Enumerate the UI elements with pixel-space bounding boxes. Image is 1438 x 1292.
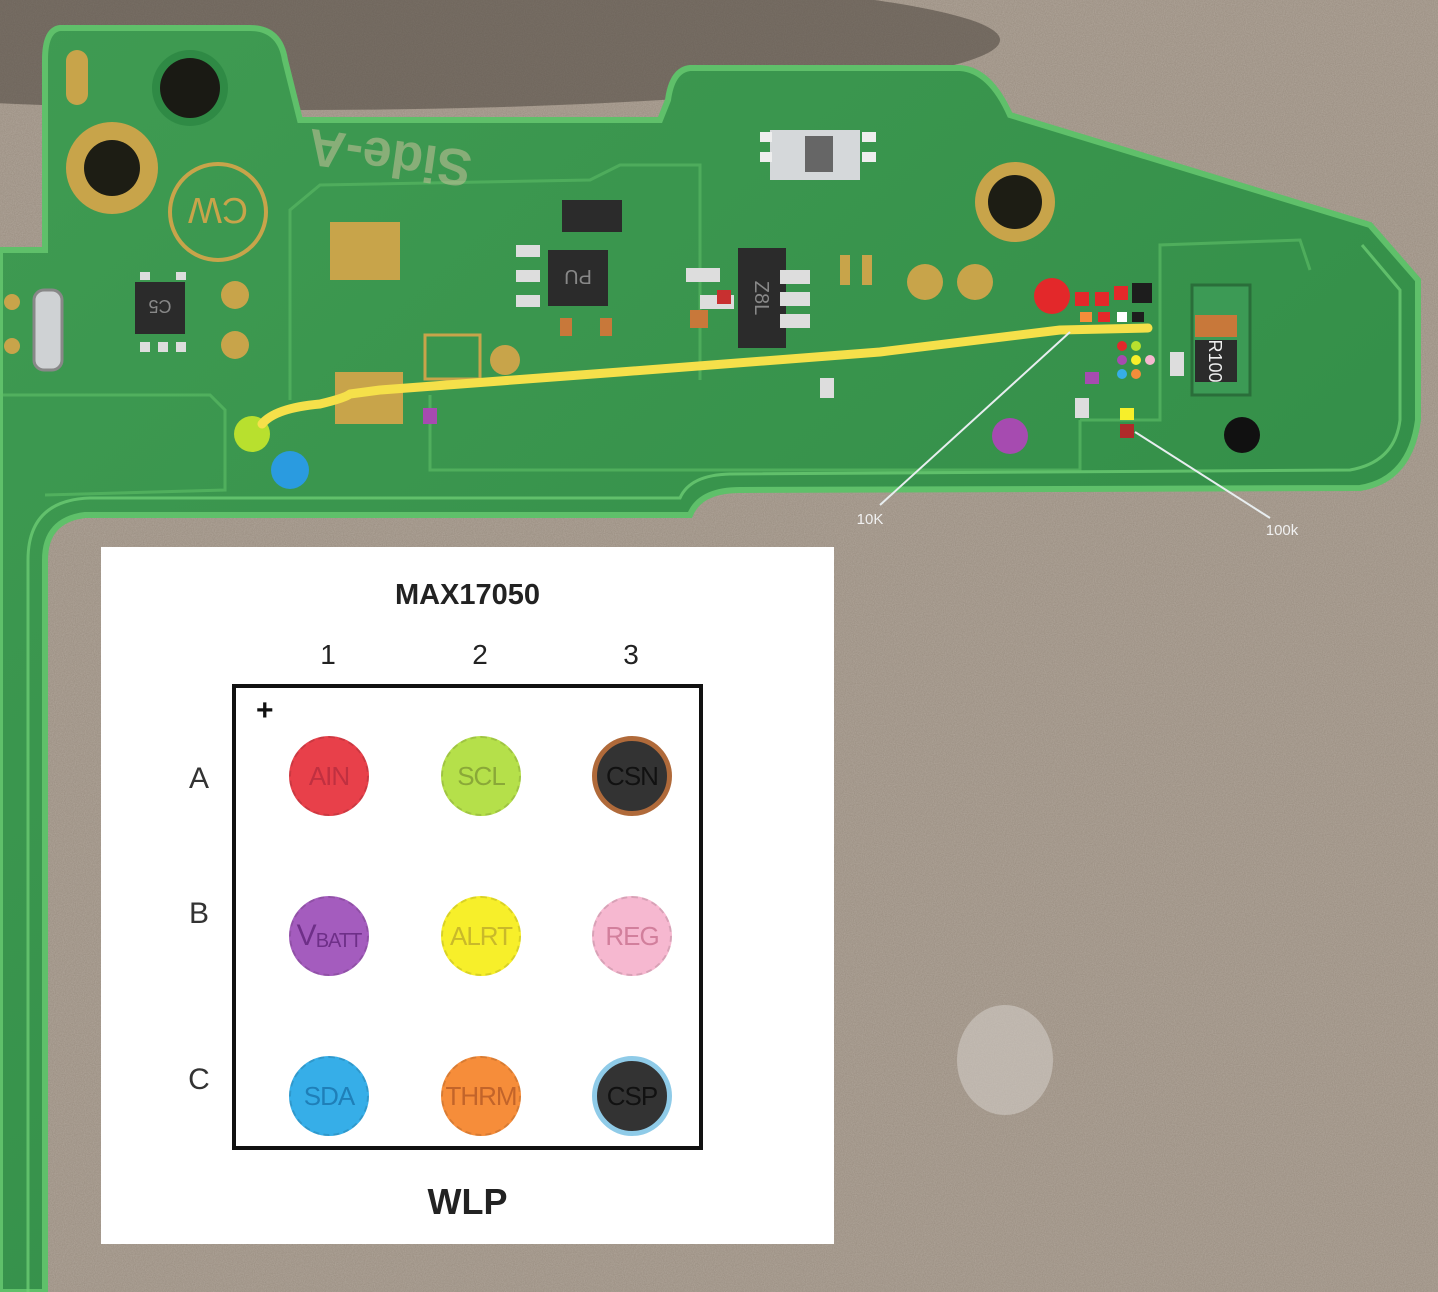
callout-label-10k: 10K (857, 511, 884, 528)
gold-round-pad (221, 331, 249, 359)
svg-text:C5: C5 (148, 296, 171, 316)
svg-text:PU: PU (564, 265, 592, 287)
package-name: WLP (427, 1181, 508, 1222)
ball-a1-ain: AIN (289, 736, 369, 816)
gold-round-pad (221, 281, 249, 309)
svg-text:Z8L: Z8L (750, 281, 772, 315)
mounting-hole-left (66, 122, 158, 214)
smd-pad (1085, 372, 1099, 384)
connector-pin (32, 288, 64, 372)
mounting-hole-top (152, 50, 228, 126)
ground-test-point (1224, 417, 1260, 453)
wlp-ball-marker (1131, 369, 1141, 379)
wlp-ball-marker (1131, 355, 1141, 365)
sensor-component (760, 130, 876, 180)
ic-chip-z8l: Z8L (686, 248, 810, 348)
pcb-trace-outline (26, 244, 1402, 1292)
svg-text:R100: R100 (1205, 339, 1225, 382)
pcb-trace-inner-2 (288, 163, 702, 400)
smd-pad (1075, 398, 1089, 418)
logo-circle (168, 162, 268, 262)
gold-pad-outline (423, 333, 482, 381)
ball-a2-scl: SCL (441, 736, 521, 816)
smd-pad (1132, 312, 1144, 322)
wlp-ball-marker (1117, 355, 1127, 365)
smd-pad (1114, 286, 1128, 300)
smd-pad (1095, 292, 1109, 306)
column-label-3: 3 (623, 639, 639, 670)
smd-pad (423, 408, 437, 424)
slot-hole (66, 50, 88, 105)
smd-pad (1120, 408, 1134, 420)
ball-a3-csn: CSN (592, 736, 672, 816)
sda-test-point (271, 451, 309, 489)
pcb-trace-left (0, 393, 227, 497)
gold-pad (330, 222, 400, 280)
wlp-ball-marker (1145, 355, 1155, 365)
smd-pad (1120, 424, 1134, 438)
smd-pad (1080, 312, 1092, 322)
column-label-2: 2 (472, 639, 488, 670)
callout-label-100k: 100k (1266, 522, 1299, 539)
wlp-ball-marker (1131, 341, 1141, 351)
row-label-b: B (188, 897, 209, 930)
carpet-light-spot (957, 1005, 1053, 1115)
vbatt-test-point (992, 418, 1028, 454)
gold-round-pad (957, 264, 993, 300)
small-via (4, 294, 20, 310)
sense-resistor: R100 (1190, 283, 1252, 397)
ball-b3-reg: REG (592, 896, 672, 976)
row-label-a: A (188, 762, 209, 795)
smd-pad (1132, 283, 1152, 303)
gold-pad (840, 255, 850, 285)
ball-c2-thrm: THRM (441, 1056, 521, 1136)
logo-text: CW (188, 190, 248, 231)
smd-pad (1170, 352, 1184, 376)
mounting-hole-right (975, 162, 1055, 242)
wlp-ball-marker (1117, 341, 1127, 351)
gold-pad (862, 255, 872, 285)
pcb-board (0, 25, 1421, 1292)
column-label-1: 1 (320, 639, 336, 670)
wlp-ball-marker (1117, 369, 1127, 379)
ball-c1-sda: SDA (289, 1056, 369, 1136)
pin1-marker: + (256, 694, 274, 727)
gold-round-pad (907, 264, 943, 300)
smd-pad (820, 378, 834, 398)
gold-round-pad (490, 345, 520, 375)
jumper-wire (257, 323, 1153, 429)
ic-chip-pu: PU (516, 200, 622, 336)
ic-chip-c5: C5 (135, 272, 186, 352)
callout-line-10k (879, 331, 1071, 506)
red-pad-marker (1034, 278, 1070, 314)
row-label-c: C (188, 1063, 210, 1096)
chip-name: MAX17050 (394, 579, 541, 611)
smd-pad (1098, 312, 1110, 322)
smd-pad (1117, 312, 1127, 322)
small-via (4, 338, 20, 354)
smd-pad (1075, 292, 1089, 306)
ball-c3-csp: CSP (592, 1056, 672, 1136)
ball-b2-alrt: ALRT (441, 896, 521, 976)
callout-line-100k (1134, 431, 1271, 519)
